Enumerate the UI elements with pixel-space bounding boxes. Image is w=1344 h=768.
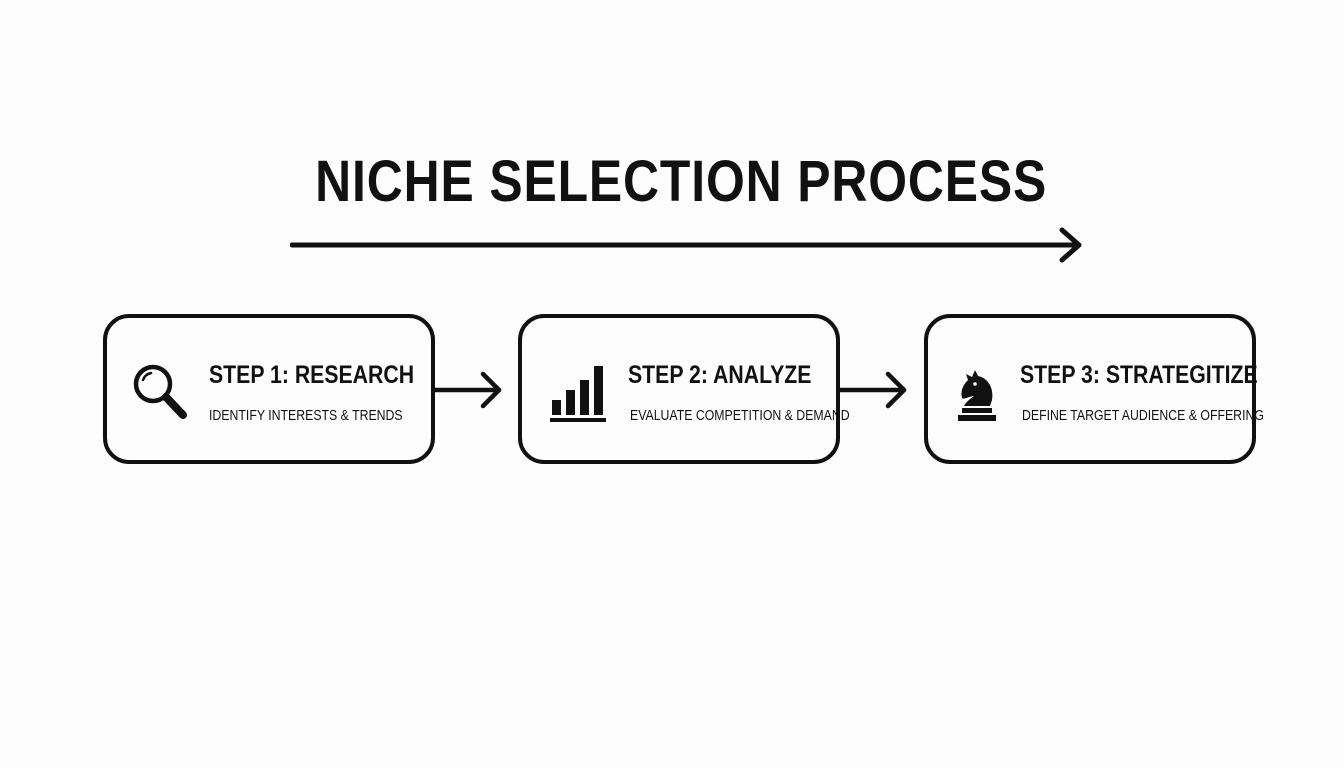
bar-chart-icon: [546, 360, 610, 424]
step-1-description: IDENTIFY INTERESTS & TRENDS: [209, 407, 403, 424]
step-3-title: STEP 3: STRATEGITIZE: [1020, 361, 1258, 389]
step-1-box: STEP 1: RESEARCH IDENTIFY INTERESTS & TR…: [103, 314, 435, 464]
magnifying-glass-icon: [127, 360, 191, 424]
step-2-box: STEP 2: ANALYZE EVALUATE COMPETITION & D…: [518, 314, 850, 464]
right-arrow-icon: [838, 371, 907, 409]
long-right-arrow-icon: [290, 227, 1082, 263]
step-1-title: STEP 1: RESEARCH: [209, 361, 415, 389]
step-2-description: EVALUATE COMPETITION & DEMAND: [630, 407, 850, 424]
page-title: NICHE SELECTION PROCESS: [315, 149, 1048, 214]
right-arrow-icon: [433, 371, 502, 409]
step-2-title: STEP 2: ANALYZE: [628, 361, 812, 389]
step-3-box: STEP 3: STRATEGITIZE DEFINE TARGET AUDIE…: [924, 314, 1264, 464]
chess-knight-icon: [942, 360, 1006, 424]
step-3-description: DEFINE TARGET AUDIENCE & OFFERING: [1022, 407, 1264, 424]
